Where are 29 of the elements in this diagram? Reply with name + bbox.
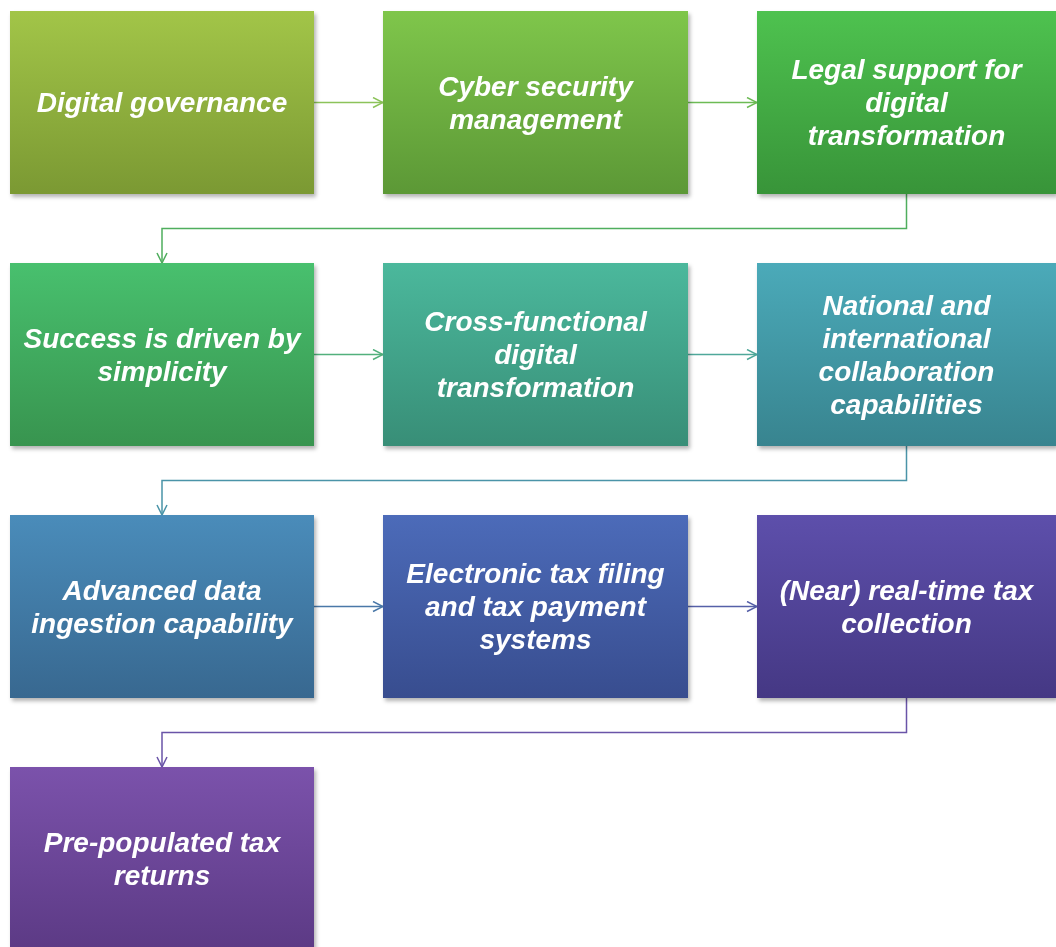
process-box: [10, 767, 314, 947]
process-box: [757, 515, 1056, 698]
arrow: [313, 96, 384, 109]
arrow: [687, 600, 758, 613]
process-box: [383, 11, 688, 194]
arrow: [156, 697, 908, 768]
arrow: [156, 193, 908, 264]
box-label: Advanced data ingestion capability: [30, 573, 295, 640]
arrow: [313, 600, 384, 613]
process-box: [757, 263, 1056, 446]
box-label: Cross-functional digital transformation: [423, 305, 649, 404]
box-label: Cyber security management: [437, 69, 635, 136]
box-label: Legal support for digital transformation: [790, 53, 1024, 152]
box-label: Success is driven by simplicity: [22, 321, 302, 388]
box-label: (Near) real-time tax collection: [778, 573, 1035, 640]
box-label: Pre-populated tax returns: [42, 825, 282, 892]
process-box: [10, 263, 314, 446]
process-box: [757, 11, 1056, 194]
process-box: [383, 263, 688, 446]
process-box: [10, 11, 314, 194]
arrow: [687, 96, 758, 109]
arrow: [156, 445, 908, 516]
process-box: [10, 515, 314, 698]
box-label: National and international collaboration capabilities: [817, 288, 996, 421]
box-label: Electronic tax filing and tax payment systems: [405, 557, 666, 656]
process-box: [383, 515, 688, 698]
arrow: [313, 348, 384, 361]
box-label: Digital governance: [36, 86, 288, 119]
arrow: [687, 348, 758, 361]
